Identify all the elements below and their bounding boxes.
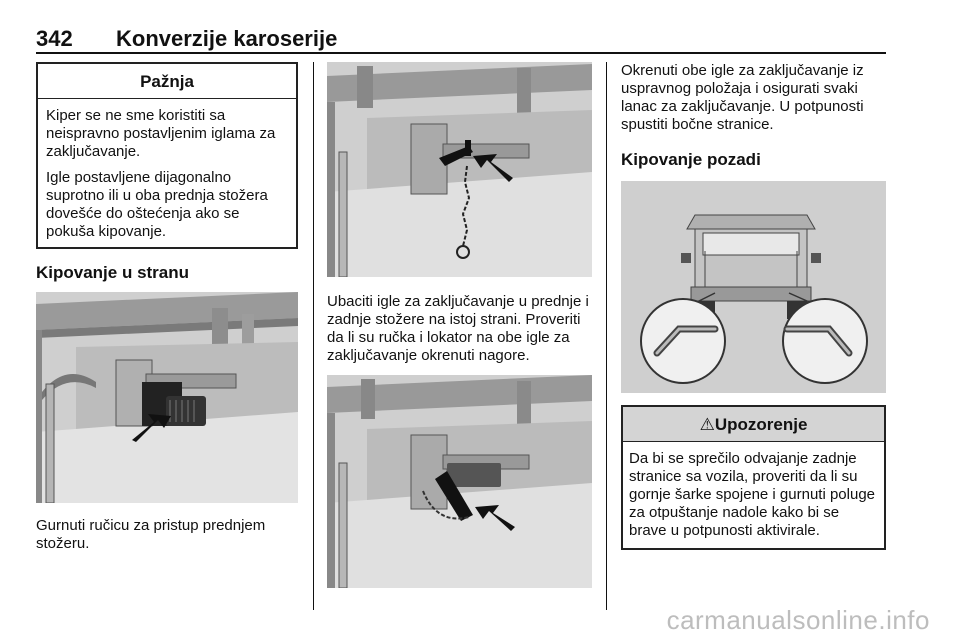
rear-tipping-figure (621, 181, 886, 393)
column-divider-left (313, 62, 314, 610)
warning-title: Upozorenje (714, 415, 808, 434)
caution-box: Pažnja Kiper se ne sme koristiti sa neis… (36, 62, 298, 249)
caution-body: Kiper se ne sme koristiti sa neispravno … (38, 99, 296, 247)
rear-tipping-heading: Kipovanje pozadi (621, 150, 761, 169)
locking-pin-chain-figure (327, 62, 592, 277)
chapter-title: Konverzije karoserije (116, 26, 338, 51)
caution-title: Pažnja (38, 64, 296, 99)
column-right: Okrenuti obe igle za zaključavanje iz us… (621, 62, 886, 550)
right-paragraph: Okrenuti obe igle za zaključavanje iz us… (621, 62, 864, 133)
page-header: 342 Konverzije karoserije (36, 26, 886, 54)
column-divider-right (606, 62, 607, 610)
column-left: Pažnja Kiper se ne sme koristiti sa neis… (36, 62, 298, 553)
side-tipping-caption: Gurnuti ručicu za pristup prednjem stože… (36, 517, 266, 552)
warning-title-bar: ⚠Upozorenje (623, 407, 884, 442)
caution-paragraph-2: Igle postavljene dijagonalno suprotno il… (46, 169, 268, 240)
front-pivot-handle-figure (36, 292, 298, 503)
caution-paragraph-1: Kiper se ne sme koristiti sa neispravno … (46, 107, 276, 160)
column-middle: Ubaciti igle za zaključavanje u prednje … (327, 62, 592, 588)
warning-triangle-icon: ⚠ (699, 415, 715, 434)
watermark: carmanualsonline.info (666, 605, 930, 635)
warning-box: ⚠Upozorenje Da bi se sprečilo odvajanje … (621, 405, 886, 550)
pins-upright-figure (327, 375, 592, 588)
warning-body: Da bi se sprečilo odvajanje zadnje stran… (629, 450, 875, 539)
page-number: 342 (36, 26, 73, 51)
side-tipping-heading: Kipovanje u stranu (36, 263, 190, 282)
middle-paragraph: Ubaciti igle za zaključavanje u prednje … (327, 293, 589, 364)
